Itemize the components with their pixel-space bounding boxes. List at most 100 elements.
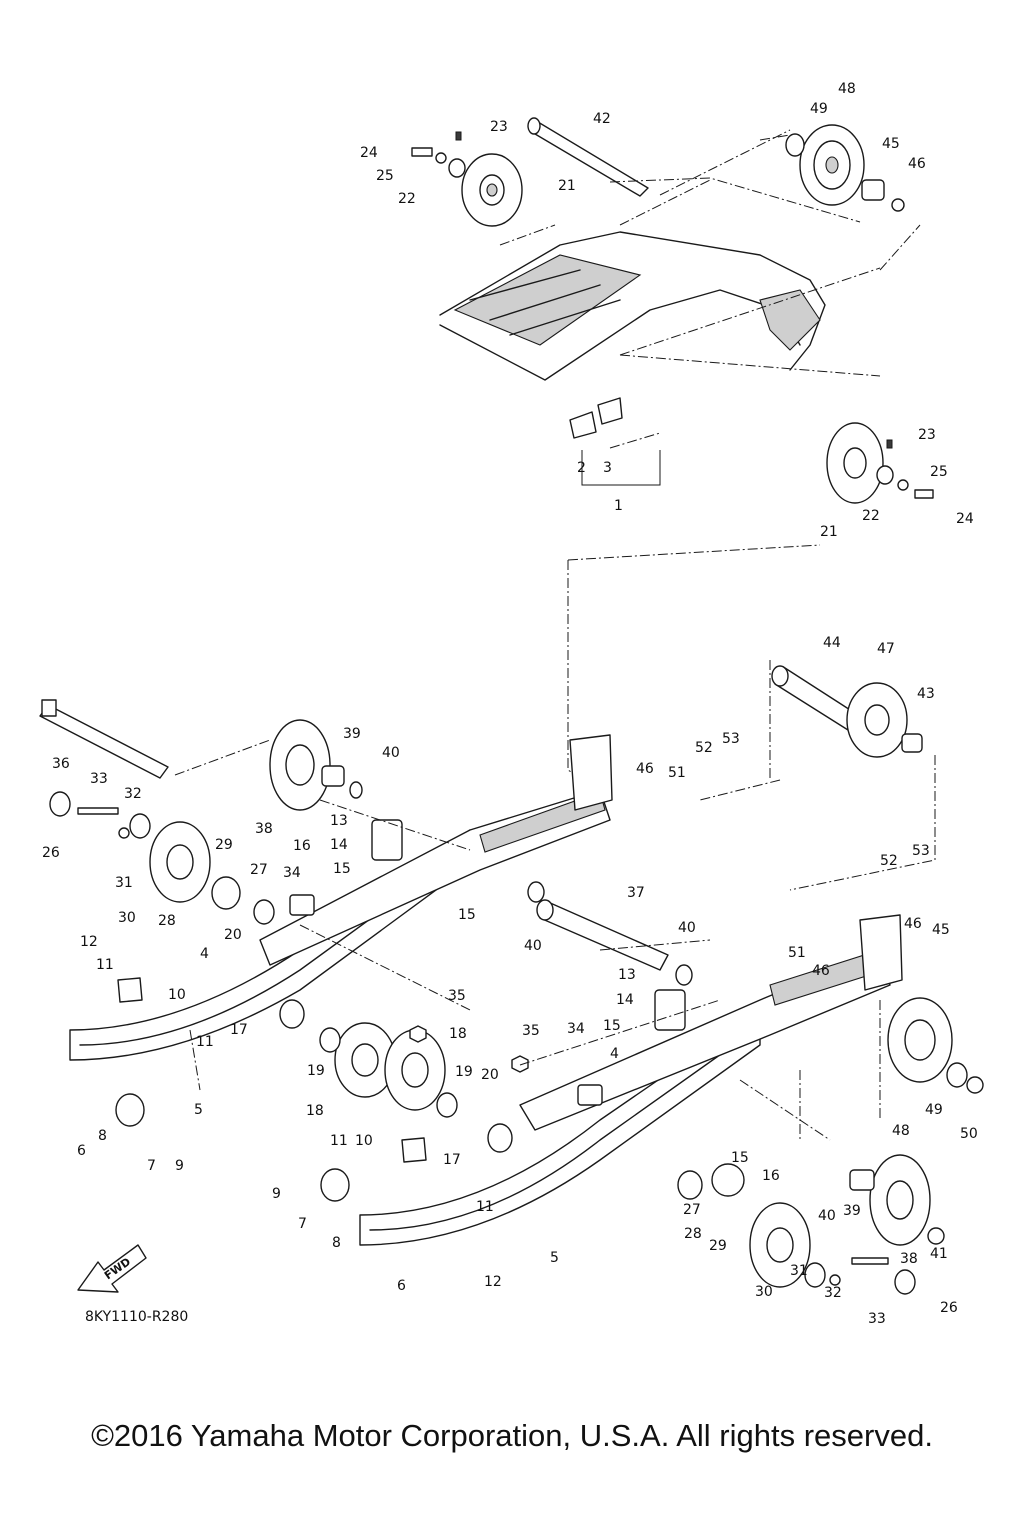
callout-37: 37 [627,885,645,901]
assembly-line [699,660,936,891]
callout-28: 28 [684,1226,702,1242]
callout-23: 23 [490,119,508,135]
callout-17: 17 [230,1022,248,1038]
callout-2: 2 [577,460,586,476]
callout-16: 16 [293,838,311,854]
drawing-code: 8KY1110-R280 [85,1309,189,1325]
callout-24: 24 [360,145,378,161]
idler-wheel-21-right [826,422,934,504]
callout-13: 13 [618,967,636,983]
callout-14: 14 [330,837,348,853]
callout-4: 4 [200,946,209,962]
callout-5: 5 [550,1250,559,1266]
callout-20: 20 [224,927,242,943]
callout-43: 43 [917,686,935,702]
callout-29: 29 [709,1238,727,1254]
callout-28: 28 [158,913,176,929]
hardware-left [49,791,130,839]
callout-22: 22 [398,191,416,207]
callout-35: 35 [448,988,466,1004]
callout-35: 35 [522,1023,540,1039]
callout-17: 17 [443,1152,461,1168]
callout-48: 48 [892,1123,910,1139]
callout-21: 21 [820,524,838,540]
callout-38: 38 [255,821,273,837]
callout-36: 36 [52,756,70,772]
callout-6: 6 [77,1143,86,1159]
shaft-37 [527,881,693,986]
callout-53: 53 [722,731,740,747]
shaft-42 [527,117,649,197]
callout-46: 46 [636,761,654,777]
callout-45: 45 [932,922,950,938]
callout-46: 46 [908,156,926,172]
assembly-line [174,739,881,1141]
idler-wheel-48-top [785,124,905,212]
callout-31: 31 [115,875,133,891]
callout-46: 46 [812,963,830,979]
idler-wheel-48-right [887,997,984,1094]
callout-25: 25 [930,464,948,480]
clips-2-3 [569,397,623,439]
shaft-44 [771,665,859,731]
slide-rail-left [69,734,613,1061]
callout-31: 31 [790,1263,808,1279]
callout-11: 11 [96,957,114,973]
callout-40: 40 [524,938,542,954]
callout-51: 51 [788,945,806,961]
callout-18: 18 [306,1103,324,1119]
callout-7: 7 [298,1216,307,1232]
bracket-1 [581,450,661,486]
callout-32: 32 [124,786,142,802]
callout-51: 51 [668,765,686,781]
callout-6: 6 [397,1278,406,1294]
callout-3: 3 [603,460,612,476]
callout-47: 47 [877,641,895,657]
callout-39: 39 [343,726,361,742]
fwd-arrow-icon: FWD [77,1244,147,1293]
callout-9: 9 [272,1186,281,1202]
idler-wheel-18-a [319,1022,396,1098]
callout-44: 44 [823,635,841,651]
callout-52: 52 [880,853,898,869]
callout-33: 33 [868,1311,886,1327]
idler-wheel-30-right [711,1163,916,1295]
callout-11: 11 [330,1133,348,1149]
callout-25: 25 [376,168,394,184]
callout-19: 19 [455,1064,473,1080]
callout-26: 26 [42,845,60,861]
callout-5: 5 [194,1102,203,1118]
track [439,231,826,381]
callout-11: 11 [476,1199,494,1215]
callout-23: 23 [918,427,936,443]
callout-53: 53 [912,843,930,859]
shaft-36 [39,699,169,779]
callout-18: 18 [449,1026,467,1042]
callout-27: 27 [250,862,268,878]
callout-32: 32 [824,1285,842,1301]
callout-41: 41 [930,1246,948,1262]
callout-49: 49 [810,101,828,117]
idler-wheel-38 [269,719,363,811]
callout-46: 46 [904,916,922,932]
small-hardware [115,819,703,1202]
callout-19: 19 [307,1063,325,1079]
callout-48: 48 [838,81,856,97]
hardware-top-left [411,131,466,178]
callout-38: 38 [900,1251,918,1267]
callout-11: 11 [196,1034,214,1050]
copyright-notice: ©2016 Yamaha Motor Corporation, U.S.A. A… [91,1418,933,1453]
callout-10: 10 [355,1133,373,1149]
callout-13: 13 [330,813,348,829]
callout-45: 45 [882,136,900,152]
callout-34: 34 [567,1021,585,1037]
callout-16: 16 [762,1168,780,1184]
callout-4: 4 [610,1046,619,1062]
callout-42: 42 [593,111,611,127]
callout-15: 15 [333,861,351,877]
callout-21: 21 [558,178,576,194]
idler-wheel-18-b [384,1029,458,1118]
callout-7: 7 [147,1158,156,1174]
callout-1: 1 [614,498,623,514]
